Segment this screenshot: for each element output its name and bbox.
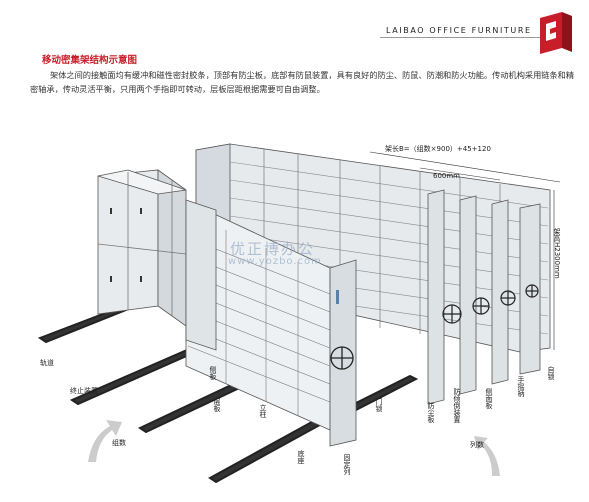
label-side-plate: 侧面板 [485,388,493,409]
watermark-text: 优正博办公 [230,240,316,258]
label-groups: 组数 [112,439,126,447]
description: 架体之间的接触面均有缓冲和磁性密封胶条，顶部有防尘板，底部有防鼠装置，具有良好的… [30,70,575,94]
watermark-url: www.yozbo.com [228,256,322,267]
brand-divider [380,37,542,38]
label-rail: 轨道 [40,359,54,367]
front-handwheel-icon [330,346,354,370]
brand-logo-icon [540,12,572,54]
dimension-lines [369,151,561,350]
dim-length: 架长B=（组数×900）+45+120 [385,145,491,153]
label-fixed-column: 固定列 [343,454,351,475]
label-shelf: 层板 [213,398,221,412]
label-anti-tip: 防倾倒装置 [453,388,461,423]
label-columns: 列数 [470,441,484,449]
dim-depth: 600mm [433,172,460,180]
dim-height: 架高H2300mm [553,228,561,279]
label-handle: 手摇柄 [517,376,525,397]
label-stopper: 终止装置 [70,387,98,395]
brand-name: LAIBAO OFFICE FURNITURE [386,26,532,35]
label-side-panel: 侧板 [209,366,217,380]
label-anti-dust: 防尘板 [427,402,435,423]
arrow-icons [88,420,500,476]
front-shelving [185,211,357,447]
handwheel-icons [442,284,539,324]
cabinets [97,169,217,351]
label-self-lock: 自锁 [547,366,555,380]
page-title: 移动密集架结构示意图 [42,55,138,66]
label-door-lock: 门锁 [375,398,383,412]
shelving-diagram [37,143,561,484]
label-post: 立柱 [259,404,267,418]
label-base: 底座 [297,450,305,464]
